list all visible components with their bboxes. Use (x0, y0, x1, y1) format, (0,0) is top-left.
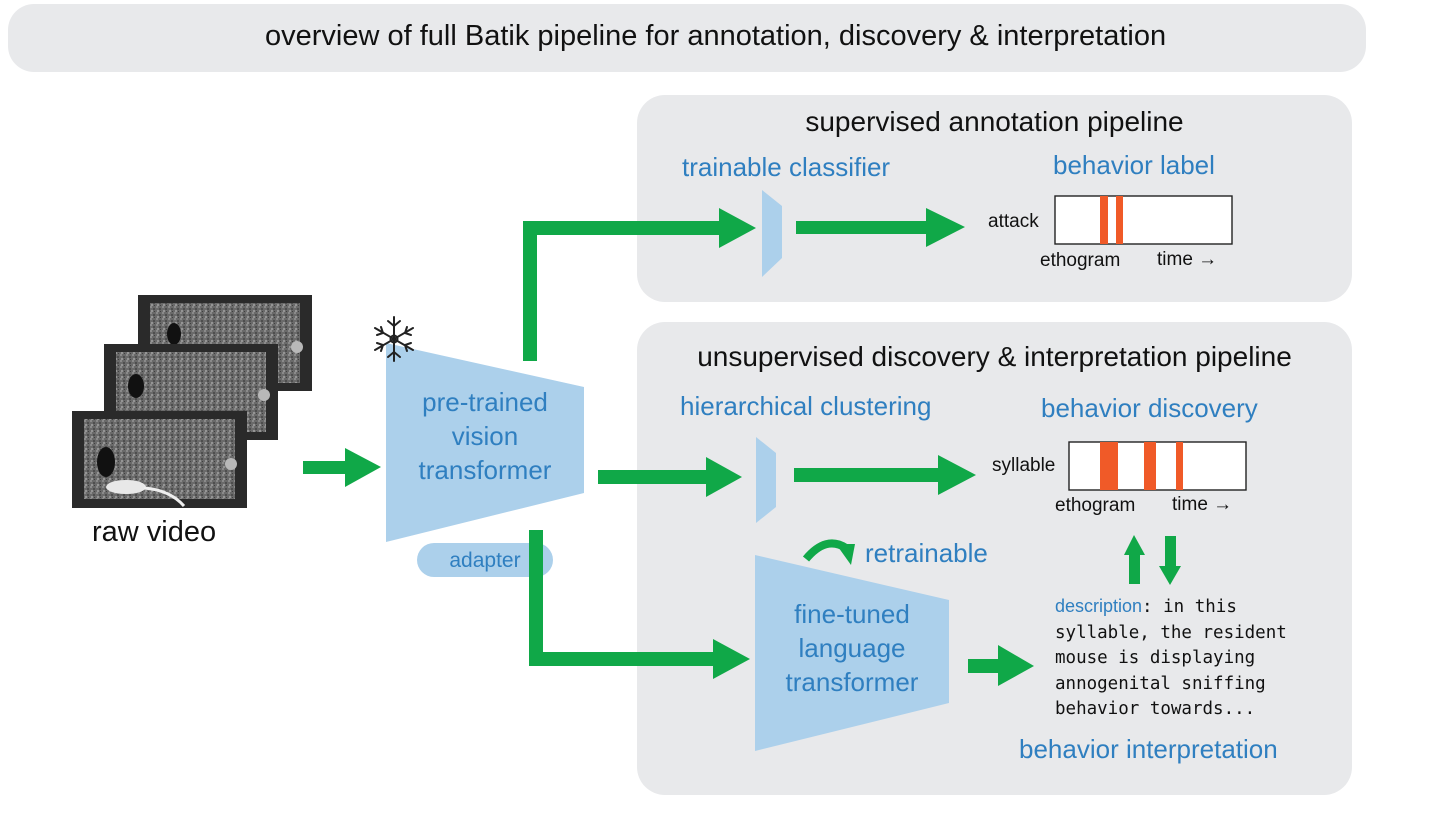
arrows (303, 208, 1181, 686)
vision-transformer-line2: vision (451, 421, 519, 451)
hierarchical-clustering-block (756, 437, 776, 523)
unsupervised-ethogram-label: ethogram (1055, 495, 1136, 516)
header-bar (8, 4, 1366, 72)
vision-transformer-line3: transformer (418, 455, 552, 485)
language-transformer-line3: transformer (785, 667, 919, 697)
supervised-time-label: time → (1157, 249, 1218, 270)
retrainable-label: retrainable (865, 538, 988, 568)
unsupervised-panel-title: unsupervised discovery & interpretation … (697, 341, 1292, 372)
language-transformer-line2: language (798, 633, 906, 663)
language-transformer-block (755, 555, 949, 751)
description-line-3: mouse is displaying (1055, 648, 1256, 668)
trainable-classifier-label: trainable classifier (682, 152, 891, 182)
description-line-2: syllable, the resident (1055, 622, 1287, 643)
supervised-panel-title: supervised annotation pipeline (805, 106, 1184, 137)
behavior-description: description: in this syllable, the resid… (1055, 594, 1287, 723)
description-line-5: behavior towards... (1055, 699, 1256, 719)
supervised-panel (637, 95, 1352, 302)
adapter-label: adapter (449, 549, 521, 572)
unsupervised-time-label: time → (1172, 494, 1233, 515)
adapter-block (417, 543, 553, 577)
video-frame-front (72, 411, 247, 508)
trainable-classifier-block (762, 190, 782, 277)
language-transformer-label: fine-tuned language transformer (755, 597, 949, 699)
language-transformer-line1: fine-tuned (794, 599, 910, 629)
vision-transformer-block (386, 343, 584, 542)
syllable-event-2 (1144, 442, 1156, 490)
description-key: description (1055, 596, 1143, 616)
description-line-4: annogenital sniffing (1055, 673, 1266, 694)
behavior-interpretation-label: behavior interpretation (1019, 734, 1278, 764)
syllable-event-3 (1176, 442, 1183, 490)
behavior-label-title: behavior label (1053, 150, 1215, 180)
vision-transformer-line1: pre-trained (422, 387, 548, 417)
description-line-1: : in this (1142, 597, 1237, 617)
behavior-discovery-title: behavior discovery (1041, 393, 1258, 423)
vision-transformer-label: pre-trained vision transformer (386, 385, 584, 487)
syllable-ethogram (1068, 441, 1247, 491)
hierarchical-clustering-label: hierarchical clustering (680, 391, 932, 421)
syllable-event-1 (1100, 442, 1118, 490)
attack-event-1 (1100, 196, 1108, 244)
attack-ethogram (1054, 195, 1233, 245)
syllable-row-label: syllable (992, 455, 1056, 476)
attack-row-label: attack (988, 211, 1039, 232)
snowflake-icon (374, 316, 414, 362)
supervised-ethogram-label: ethogram (1040, 250, 1121, 271)
raw-video-label: raw video (92, 516, 217, 548)
attack-event-2 (1116, 196, 1123, 244)
page-title: overview of full Batik pipeline for anno… (265, 20, 1167, 52)
